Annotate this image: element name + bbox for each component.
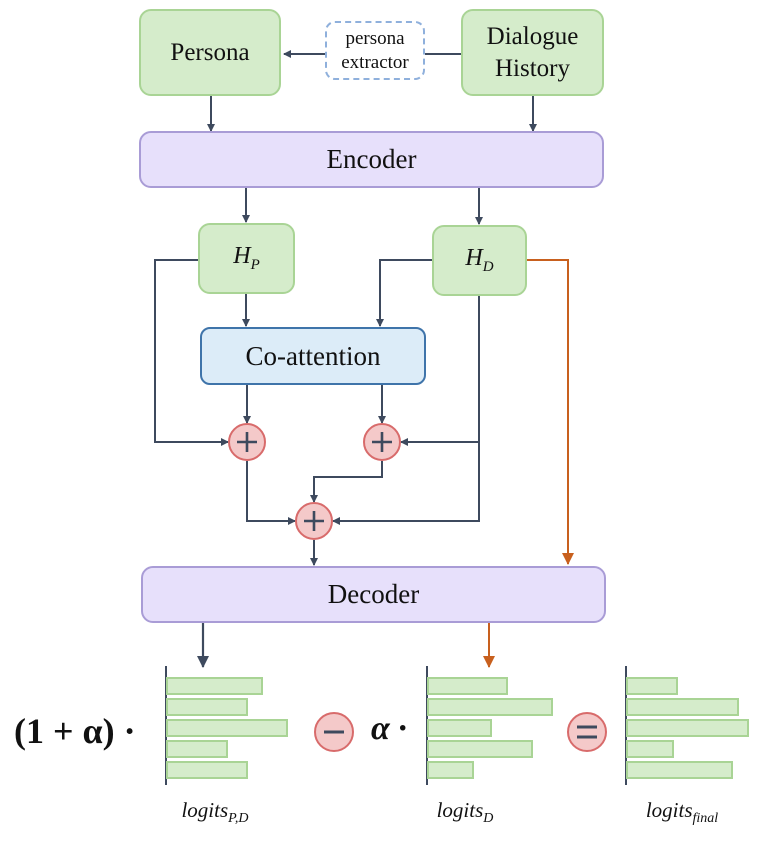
- arrow-plus2-to-plus3: [310, 461, 383, 503]
- logit-bar: [626, 761, 733, 779]
- minus-operator: [314, 712, 354, 752]
- decoder-node: Decoder: [141, 566, 606, 623]
- logits-d-bars: [427, 677, 553, 779]
- persona-node: Persona: [139, 9, 281, 96]
- encoder-node: Encoder: [139, 131, 604, 188]
- formula-left-coefficient: (1 + α) ·: [14, 711, 136, 751]
- logits-d-label: logitsD: [436, 798, 494, 827]
- dialogue-label-line2: History: [495, 54, 570, 82]
- hp-label: HP: [233, 243, 260, 273]
- arrow-hp-skip-to-plus1: [154, 259, 229, 446]
- encoder-label: Encoder: [326, 144, 417, 174]
- logit-bar: [166, 761, 248, 779]
- logit-bar: [626, 677, 678, 695]
- extractor-label-line2: extractor: [341, 51, 409, 73]
- logit-bar: [427, 761, 474, 779]
- logit-bar: [166, 719, 288, 737]
- hd-label: HD: [465, 245, 494, 275]
- coattention-label: Co-attention: [245, 340, 381, 371]
- arrow-hd-to-coattention: [376, 259, 432, 327]
- logits-pd-label: logitsP,D: [181, 798, 249, 827]
- arrow-hd-to-decoder-orange: [527, 259, 574, 565]
- hp-node: HP: [198, 223, 295, 294]
- logit-bar: [626, 740, 674, 758]
- plus-node-2: [363, 423, 401, 461]
- dialogue-history-node: Dialogue History: [461, 9, 604, 96]
- logit-bar: [427, 740, 533, 758]
- logit-bar: [166, 698, 248, 716]
- persona-extractor-node: persona extractor: [325, 21, 425, 80]
- logit-bar: [427, 677, 508, 695]
- plus-node-1: [228, 423, 266, 461]
- coattention-node: Co-attention: [200, 327, 426, 385]
- hd-node: HD: [432, 225, 527, 296]
- logit-bar: [166, 740, 228, 758]
- extractor-label-line1: persona: [345, 27, 405, 49]
- logit-bar: [626, 698, 739, 716]
- equals-operator: [567, 712, 607, 752]
- logit-bar: [427, 719, 492, 737]
- logit-bar: [166, 677, 263, 695]
- logit-bar: [427, 698, 553, 716]
- logits-final-bars: [626, 677, 749, 779]
- persona-label: Persona: [170, 38, 250, 66]
- logits-pd-bars: [166, 677, 288, 779]
- formula-alpha-coefficient: α ·: [371, 710, 407, 747]
- decoder-label: Decoder: [327, 579, 420, 609]
- dialogue-label-line1: Dialogue: [486, 22, 579, 50]
- arrow-hd-skip-to-plus3: [332, 442, 480, 525]
- plus-node-3: [295, 502, 333, 540]
- logits-final-label: logitsfinal: [645, 798, 719, 827]
- logit-bar: [626, 719, 749, 737]
- arrow-plus1-to-plus3: [246, 461, 296, 525]
